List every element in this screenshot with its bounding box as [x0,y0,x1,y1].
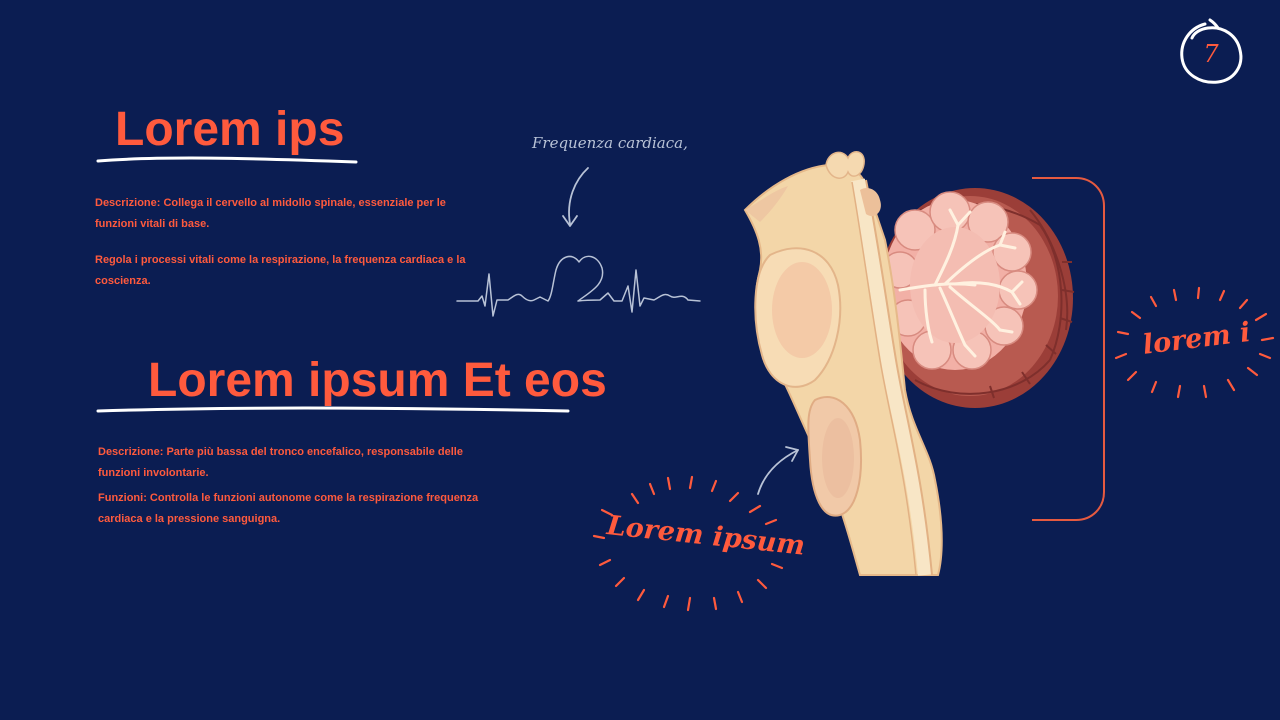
section-1-paragraph-1: Descrizione: Collega il cervello al mido… [95,197,446,230]
section-1-paragraph-2: Regola i processi vitali come la respira… [95,254,466,287]
section-2-title: Lorem ipsum Et eos [148,354,607,407]
section-2-paragraph-2: Funzioni: Controlla le funzioni autonome… [98,492,479,525]
page-number: 7 [1203,40,1219,68]
section-2-paragraph-1: Descrizione: Parte più bassa del tronco … [98,446,463,479]
section-1-title: Lorem ips [115,103,345,156]
heart-rate-label: Frequenza cardiaca, [532,134,688,152]
